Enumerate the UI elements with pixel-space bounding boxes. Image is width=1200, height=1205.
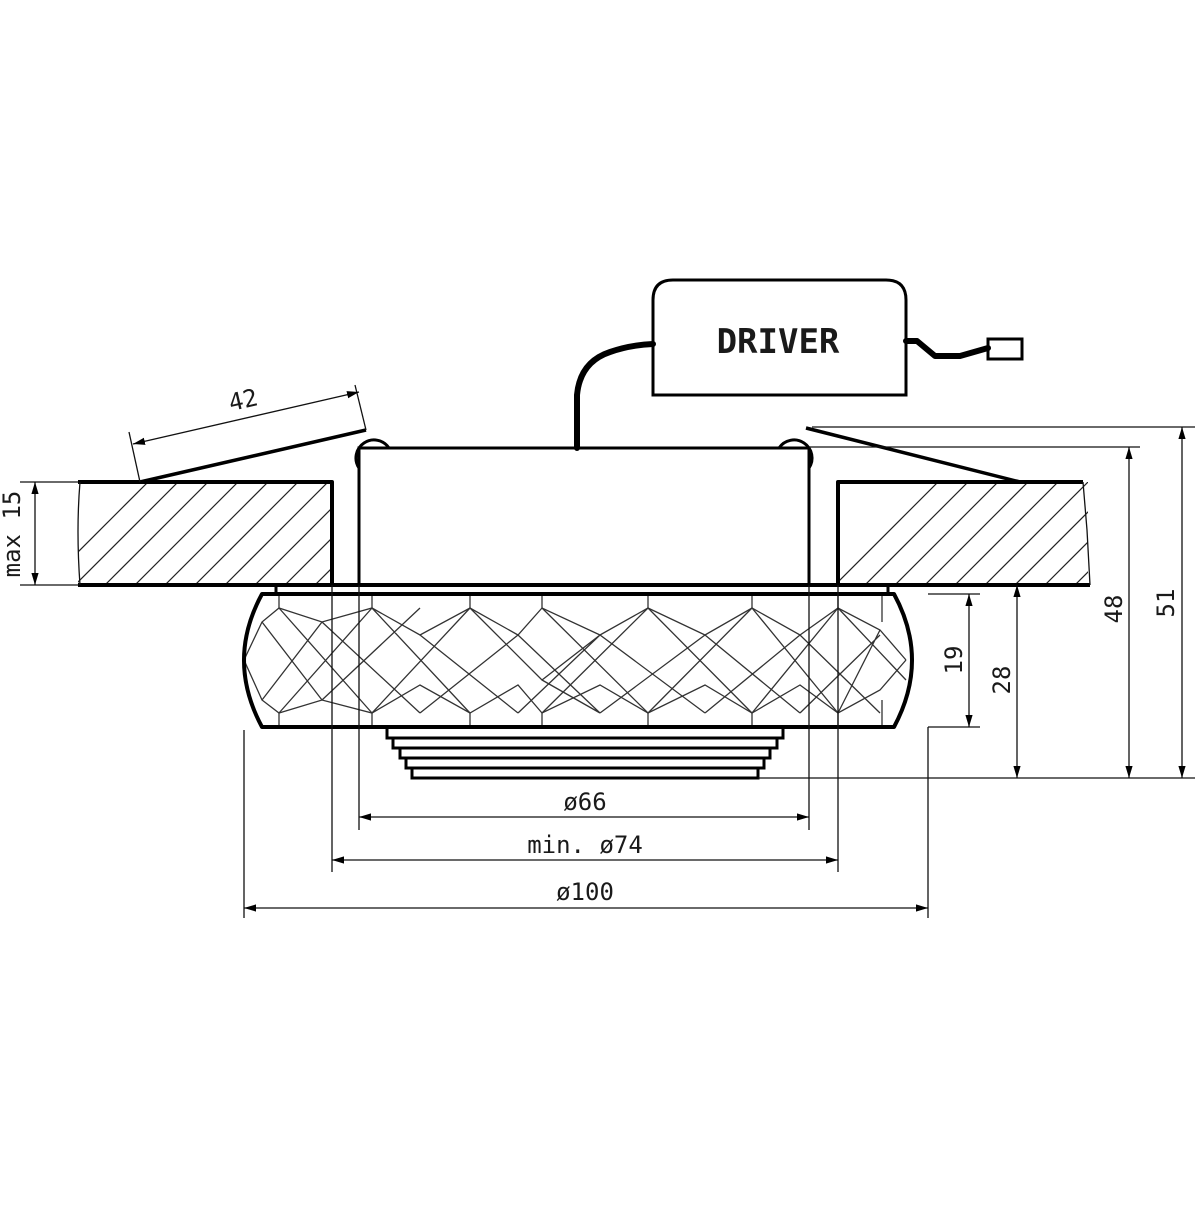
ceiling-left-section [77,480,334,587]
lamp-body [274,446,894,594]
label-body-height: 48 [1100,595,1128,624]
label-spring-length: 42 [226,383,260,417]
dim-42 [132,391,360,445]
ceiling-right-section [836,480,1091,587]
stepped-diffuser [385,725,785,780]
label-ceiling-thickness: max 15 [0,491,26,578]
label-cutout-diameter: min. ø74 [527,831,643,859]
dimension-labels: 42 max 15 19 28 48 51 ø66 min. ø74 ø100 [0,383,1180,906]
label-body-diameter: ø66 [563,788,606,816]
crystal-shade [242,592,914,729]
connector-plug-icon [986,337,1024,361]
driver-wire-to-body [574,341,656,451]
spring-clip-right [777,426,1021,484]
driver-output-cable [903,337,1024,361]
label-visible-height: 28 [988,666,1016,695]
label-shade-height: 19 [940,646,968,675]
driver-box: DRIVER [651,278,908,397]
label-total-height: 51 [1152,589,1180,618]
label-shade-diameter: ø100 [556,878,614,906]
dimension-lines [31,391,1186,912]
extension-lines [20,384,1195,918]
spring-clip-left [139,428,391,484]
driver-label: DRIVER [717,322,840,362]
